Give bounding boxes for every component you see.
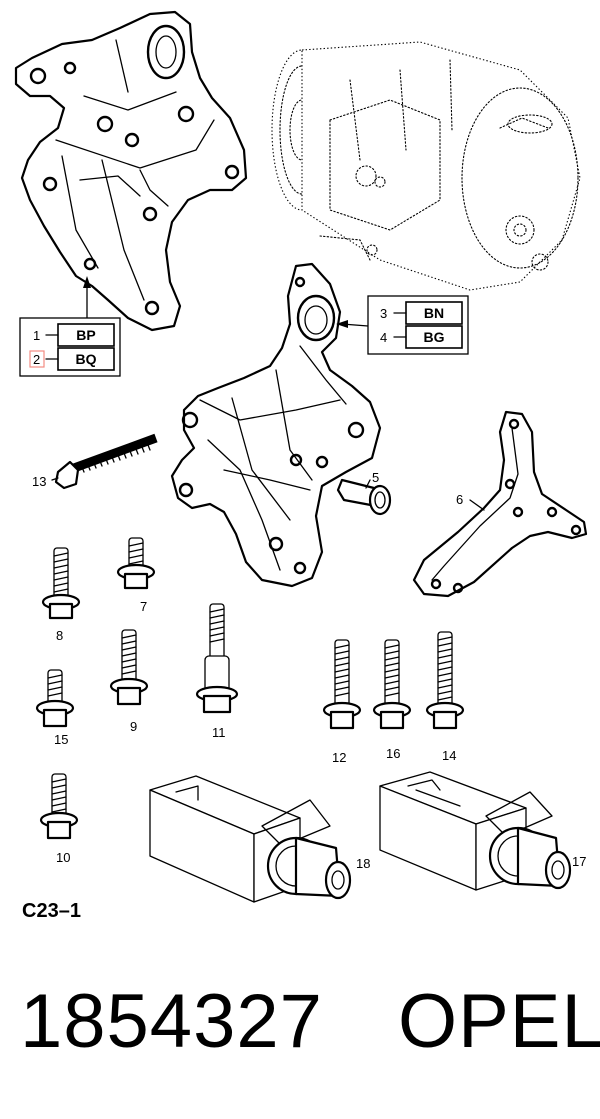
flat-bracket-drawing — [412, 410, 588, 598]
callout-12: 12 — [332, 750, 346, 765]
figure-code: C23–1 — [22, 900, 81, 922]
long-stud-drawing — [54, 433, 158, 490]
ac-compressor-drawing — [271, 41, 581, 291]
bushing-drawing — [336, 478, 392, 516]
callout-16: 16 — [386, 746, 400, 761]
part-number: 1854327 — [20, 979, 323, 1064]
callout-18: 18 — [356, 856, 370, 871]
ref-code-bp: BP — [76, 327, 95, 343]
callout-7: 7 — [140, 599, 147, 614]
bolt-10-drawing — [39, 773, 79, 840]
ref-code-bq: BQ — [76, 351, 97, 367]
package-17-drawing — [379, 771, 572, 891]
main-bracket-drawing — [170, 262, 382, 588]
callout-3: 3 — [380, 306, 387, 321]
upper-bracket-drawing — [14, 10, 248, 332]
callout-9: 9 — [130, 719, 137, 734]
callout-17: 17 — [572, 854, 586, 869]
callout-5: 5 — [372, 470, 379, 485]
callout-8: 8 — [56, 628, 63, 643]
callout-2: 2 — [33, 352, 40, 367]
parts-diagram: 1 2 BP BQ 3 4 BN BG 5 6 7 8 9 10 11 12 1… — [14, 10, 588, 903]
bolt-16-drawing — [372, 639, 412, 730]
callout-14: 14 — [442, 748, 456, 763]
callout-4: 4 — [380, 330, 387, 345]
bolt-9-drawing — [109, 629, 149, 706]
callout-6: 6 — [456, 492, 463, 507]
bolt-7-drawing — [116, 537, 156, 590]
package-18-drawing — [149, 775, 352, 903]
brand-name: OPEL — [398, 979, 600, 1064]
bolt-12-drawing — [322, 639, 362, 730]
bolt-11-drawing — [195, 603, 239, 714]
ref-code-bg: BG — [424, 329, 445, 345]
callout-2-highlight — [29, 350, 45, 368]
callout-13: 13 — [32, 474, 46, 489]
bolt-14-drawing — [425, 631, 465, 730]
callout-10: 10 — [56, 850, 70, 865]
bolt-15-drawing — [35, 669, 75, 728]
leader-lines — [51, 276, 485, 511]
callout-1: 1 — [33, 328, 40, 343]
ref-code-bn: BN — [424, 305, 444, 321]
callout-11: 11 — [212, 725, 226, 740]
ref-box-right: 3 4 BN BG — [367, 295, 469, 355]
ref-box-left: 1 2 BP BQ — [19, 317, 121, 377]
bolt-8-drawing — [41, 547, 81, 620]
callout-numbers: 5 6 7 8 9 10 11 12 13 14 15 16 17 18 — [32, 470, 586, 871]
callout-15: 15 — [54, 732, 68, 747]
